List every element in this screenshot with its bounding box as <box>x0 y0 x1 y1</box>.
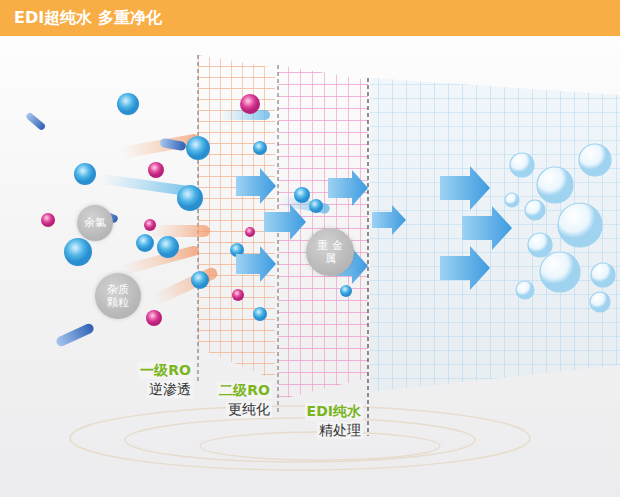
stage-desc: 逆渗透 <box>147 381 193 398</box>
circle-node: 重 金属 <box>306 228 354 276</box>
stage-desc: 精处理 <box>317 422 363 439</box>
stage-name: 二级RO <box>217 382 272 399</box>
circle-node: 余氯 <box>77 205 113 241</box>
stage-name: 一级RO <box>138 362 193 379</box>
node-text: 杂质 颗粒 <box>106 283 130 309</box>
stage-desc: 更纯化 <box>226 401 272 418</box>
title-band <box>0 0 620 36</box>
circle-node: 杂质 颗粒 <box>95 273 141 319</box>
node-text: 重 金属 <box>312 239 347 265</box>
stage-name: EDI纯水 <box>305 403 363 420</box>
title: EDI超纯水 多重净化 <box>14 8 162 29</box>
node-text: 余氯 <box>81 216 109 229</box>
